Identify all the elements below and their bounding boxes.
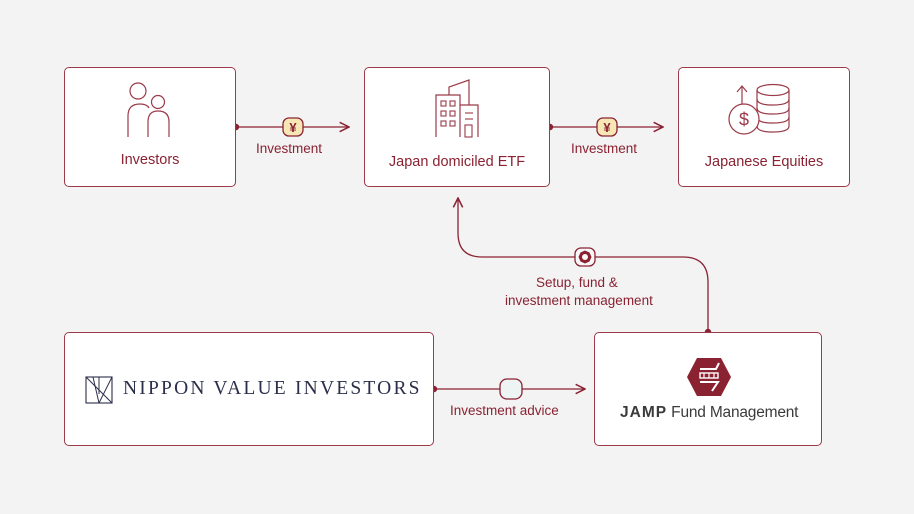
- yen-glyph: ¥: [289, 120, 297, 135]
- flow-label-jamp-etf-line1: Setup, fund &: [536, 275, 618, 290]
- node-equities: $ Japanese Equities: [678, 67, 850, 187]
- gear-icon: [574, 247, 596, 267]
- yen-icon: ¥: [282, 117, 304, 137]
- node-nvi-label: NIPPON VALUE INVESTORS: [123, 378, 422, 399]
- coins-stack-icon: $: [728, 83, 790, 135]
- flow-label-jamp-etf-line2: investment management: [505, 293, 653, 308]
- svg-text:$: $: [739, 110, 749, 130]
- node-jamp-label: JAMP Fund Management: [620, 404, 798, 422]
- node-etf-label: Japan domiciled ETF: [388, 154, 526, 170]
- jamp-subtitle: Fund Management: [667, 404, 799, 421]
- nvi-logo-icon: [85, 376, 113, 404]
- buildings-icon: [435, 79, 479, 138]
- node-nvi: NIPPON VALUE INVESTORS: [64, 332, 434, 446]
- flow-label-etf-equities: Investment: [571, 141, 638, 156]
- flow-label-investors-etf: Investment: [256, 141, 323, 156]
- jamp-logo-icon: [687, 358, 731, 396]
- jamp-brand: JAMP: [620, 404, 668, 421]
- node-equities-label: Japanese Equities: [704, 154, 824, 170]
- people-icon: [127, 82, 170, 137]
- yen-icon: ¥: [596, 117, 618, 137]
- yen-glyph: ¥: [603, 120, 611, 135]
- node-etf: Japan domiciled ETF: [364, 67, 550, 187]
- node-jamp: JAMP Fund Management: [594, 332, 822, 446]
- node-investors-label: Investors: [120, 152, 180, 168]
- flow-label-nvi-jamp: Investment advice: [450, 403, 559, 418]
- node-investors: Investors: [64, 67, 236, 187]
- blank-badge-icon: [499, 378, 523, 400]
